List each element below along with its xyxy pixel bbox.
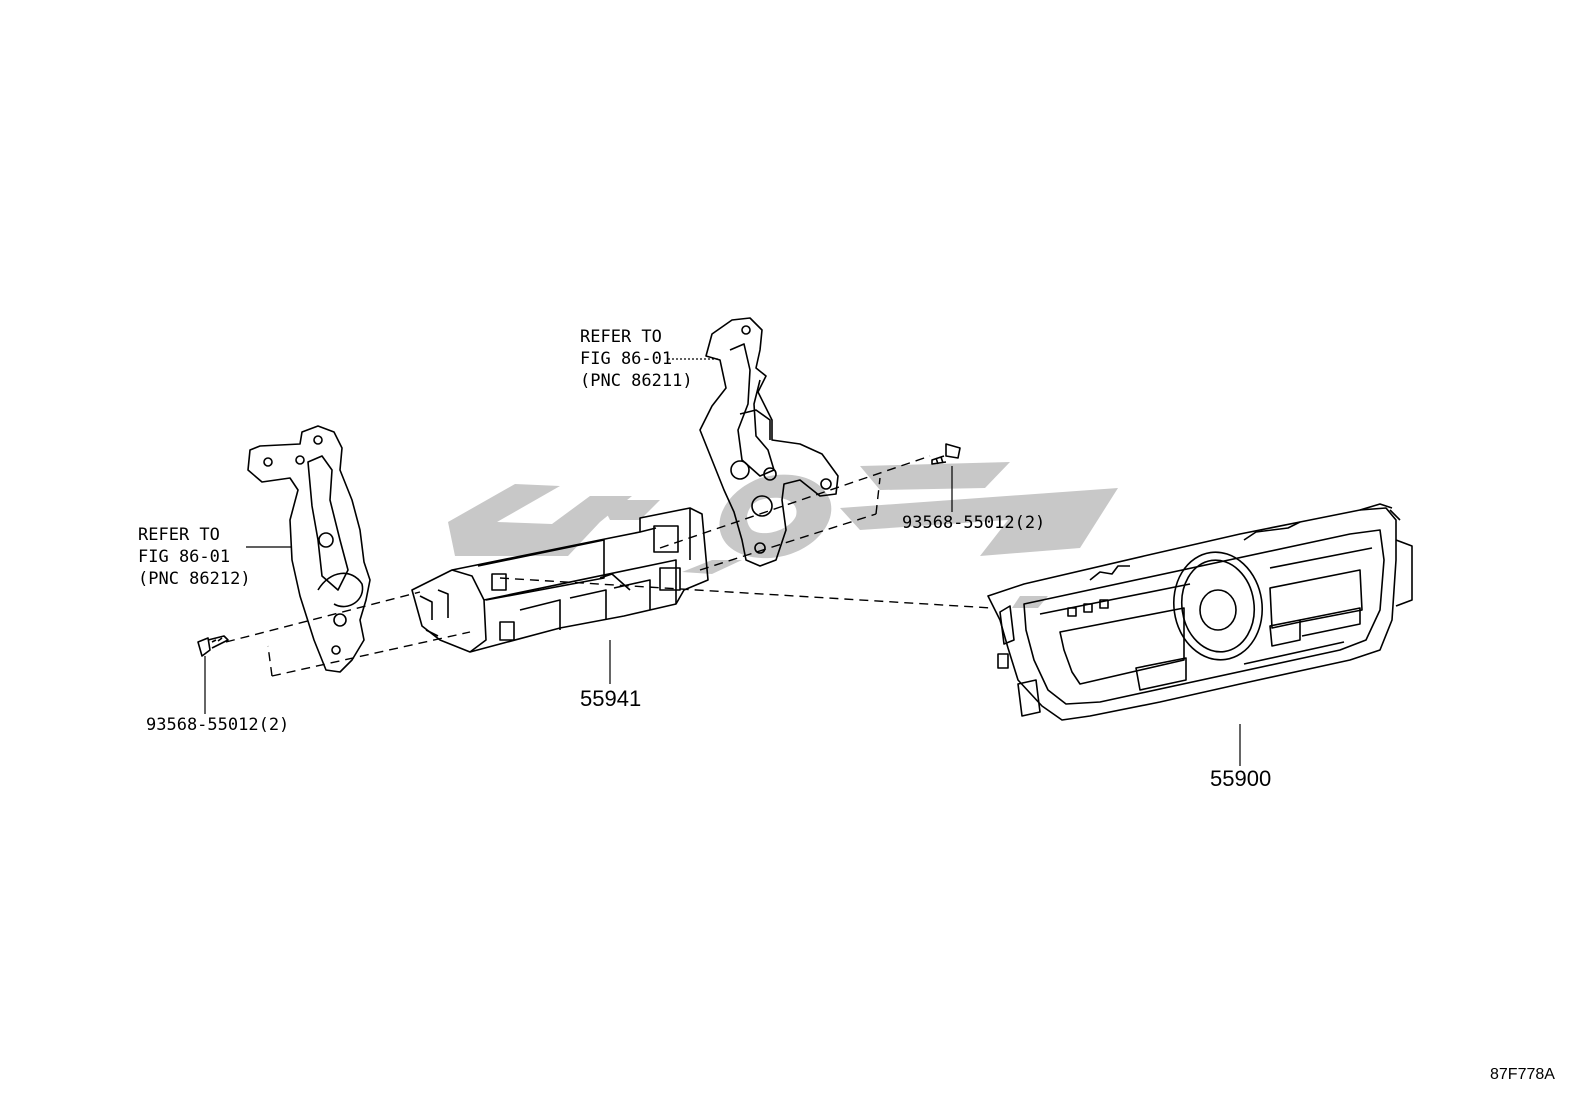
bolt-right <box>931 443 961 465</box>
refer-left-line2: FIG 86-01 <box>138 547 231 567</box>
assembly-dashed-lines <box>225 455 993 677</box>
control-panel-55900 <box>987 503 1413 721</box>
figure-code: 87F778A <box>1490 1066 1555 1083</box>
housing-55941 <box>411 507 709 653</box>
leader-lines <box>204 358 1241 766</box>
refer-right-line3: (PNC 86211) <box>580 371 693 391</box>
left-bracket <box>247 425 371 673</box>
part-number-housing: 55941 <box>580 686 642 711</box>
refer-right-line1: REFER TO <box>580 327 662 347</box>
refer-left-line1: REFER TO <box>138 525 220 545</box>
right-bracket <box>699 317 839 567</box>
part-number-screw-left: 93568-55012(2) <box>146 715 290 735</box>
part-number-screw-right: 93568-55012(2) <box>902 513 1046 533</box>
bolt-left <box>197 635 229 657</box>
refer-right-line2: FIG 86-01 <box>580 349 673 369</box>
part-number-control-panel: 55900 <box>1210 766 1272 791</box>
refer-left-line3: (PNC 86212) <box>138 569 251 589</box>
